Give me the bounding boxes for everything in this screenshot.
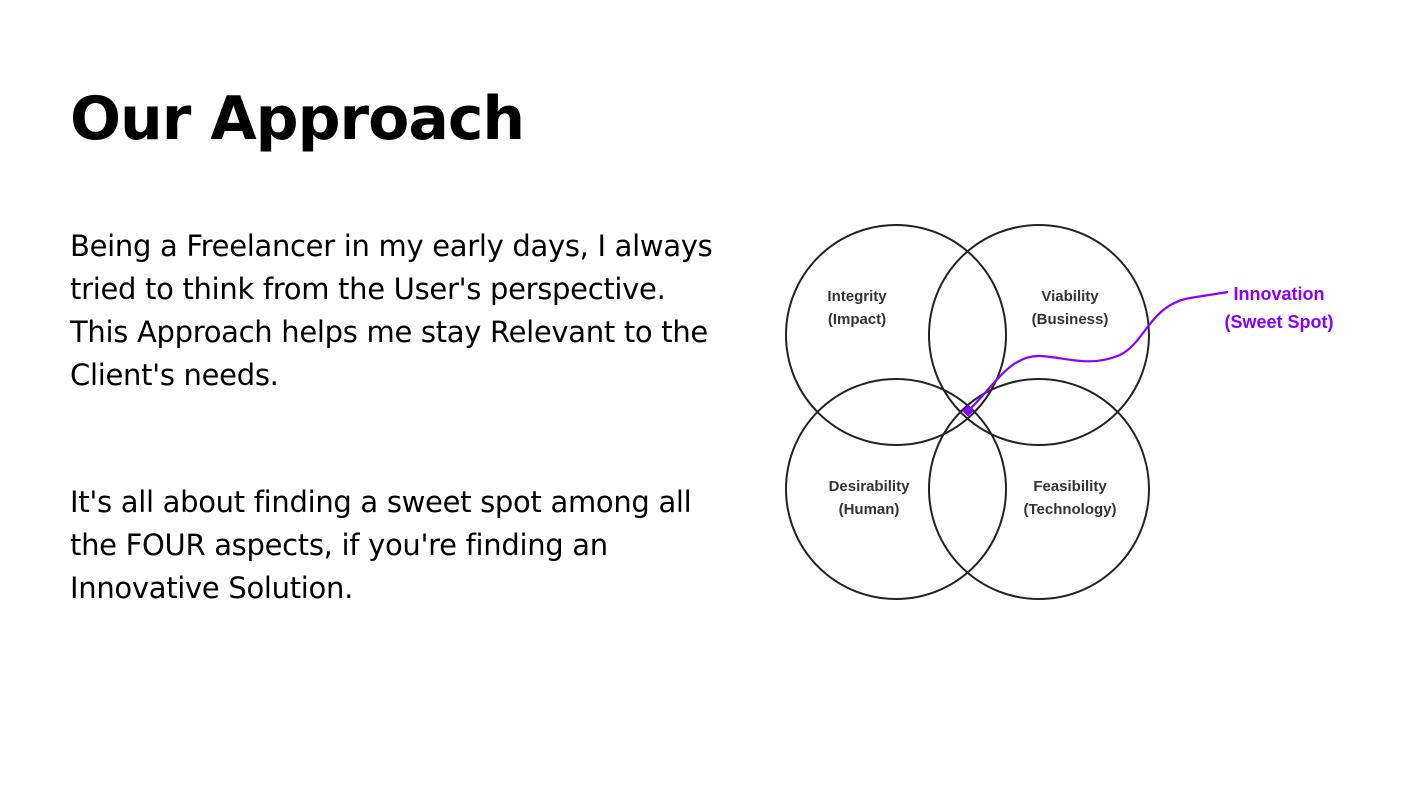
circle-viability [928, 224, 1150, 446]
innovation-label: Innovation [1234, 284, 1325, 304]
sweet-spot-label: (Sweet Spot) [1224, 312, 1333, 332]
intro-paragraph: Being a Freelancer in my early days, I a… [70, 229, 713, 392]
callout-connector [967, 290, 1229, 412]
sweet-spot-marker [962, 405, 974, 417]
feasibility-sublabel: (Technology) [1023, 501, 1116, 518]
integrity-label: Integrity [827, 288, 887, 305]
circle-integrity [785, 224, 1007, 446]
integrity-sublabel: (Impact) [828, 311, 886, 328]
feasibility-label: Feasibility [1033, 478, 1107, 495]
desirability-sublabel: (Human) [839, 501, 900, 518]
page-title: Our Approach [70, 84, 525, 154]
circle-desirability [785, 378, 1007, 600]
circle-feasibility [928, 378, 1150, 600]
viability-sublabel: (Business) [1032, 311, 1109, 328]
viability-label: Viability [1041, 288, 1099, 305]
desirability-label: Desirability [829, 478, 911, 495]
sweet-spot-paragraph: It's all about finding a sweet spot amon… [70, 485, 692, 605]
